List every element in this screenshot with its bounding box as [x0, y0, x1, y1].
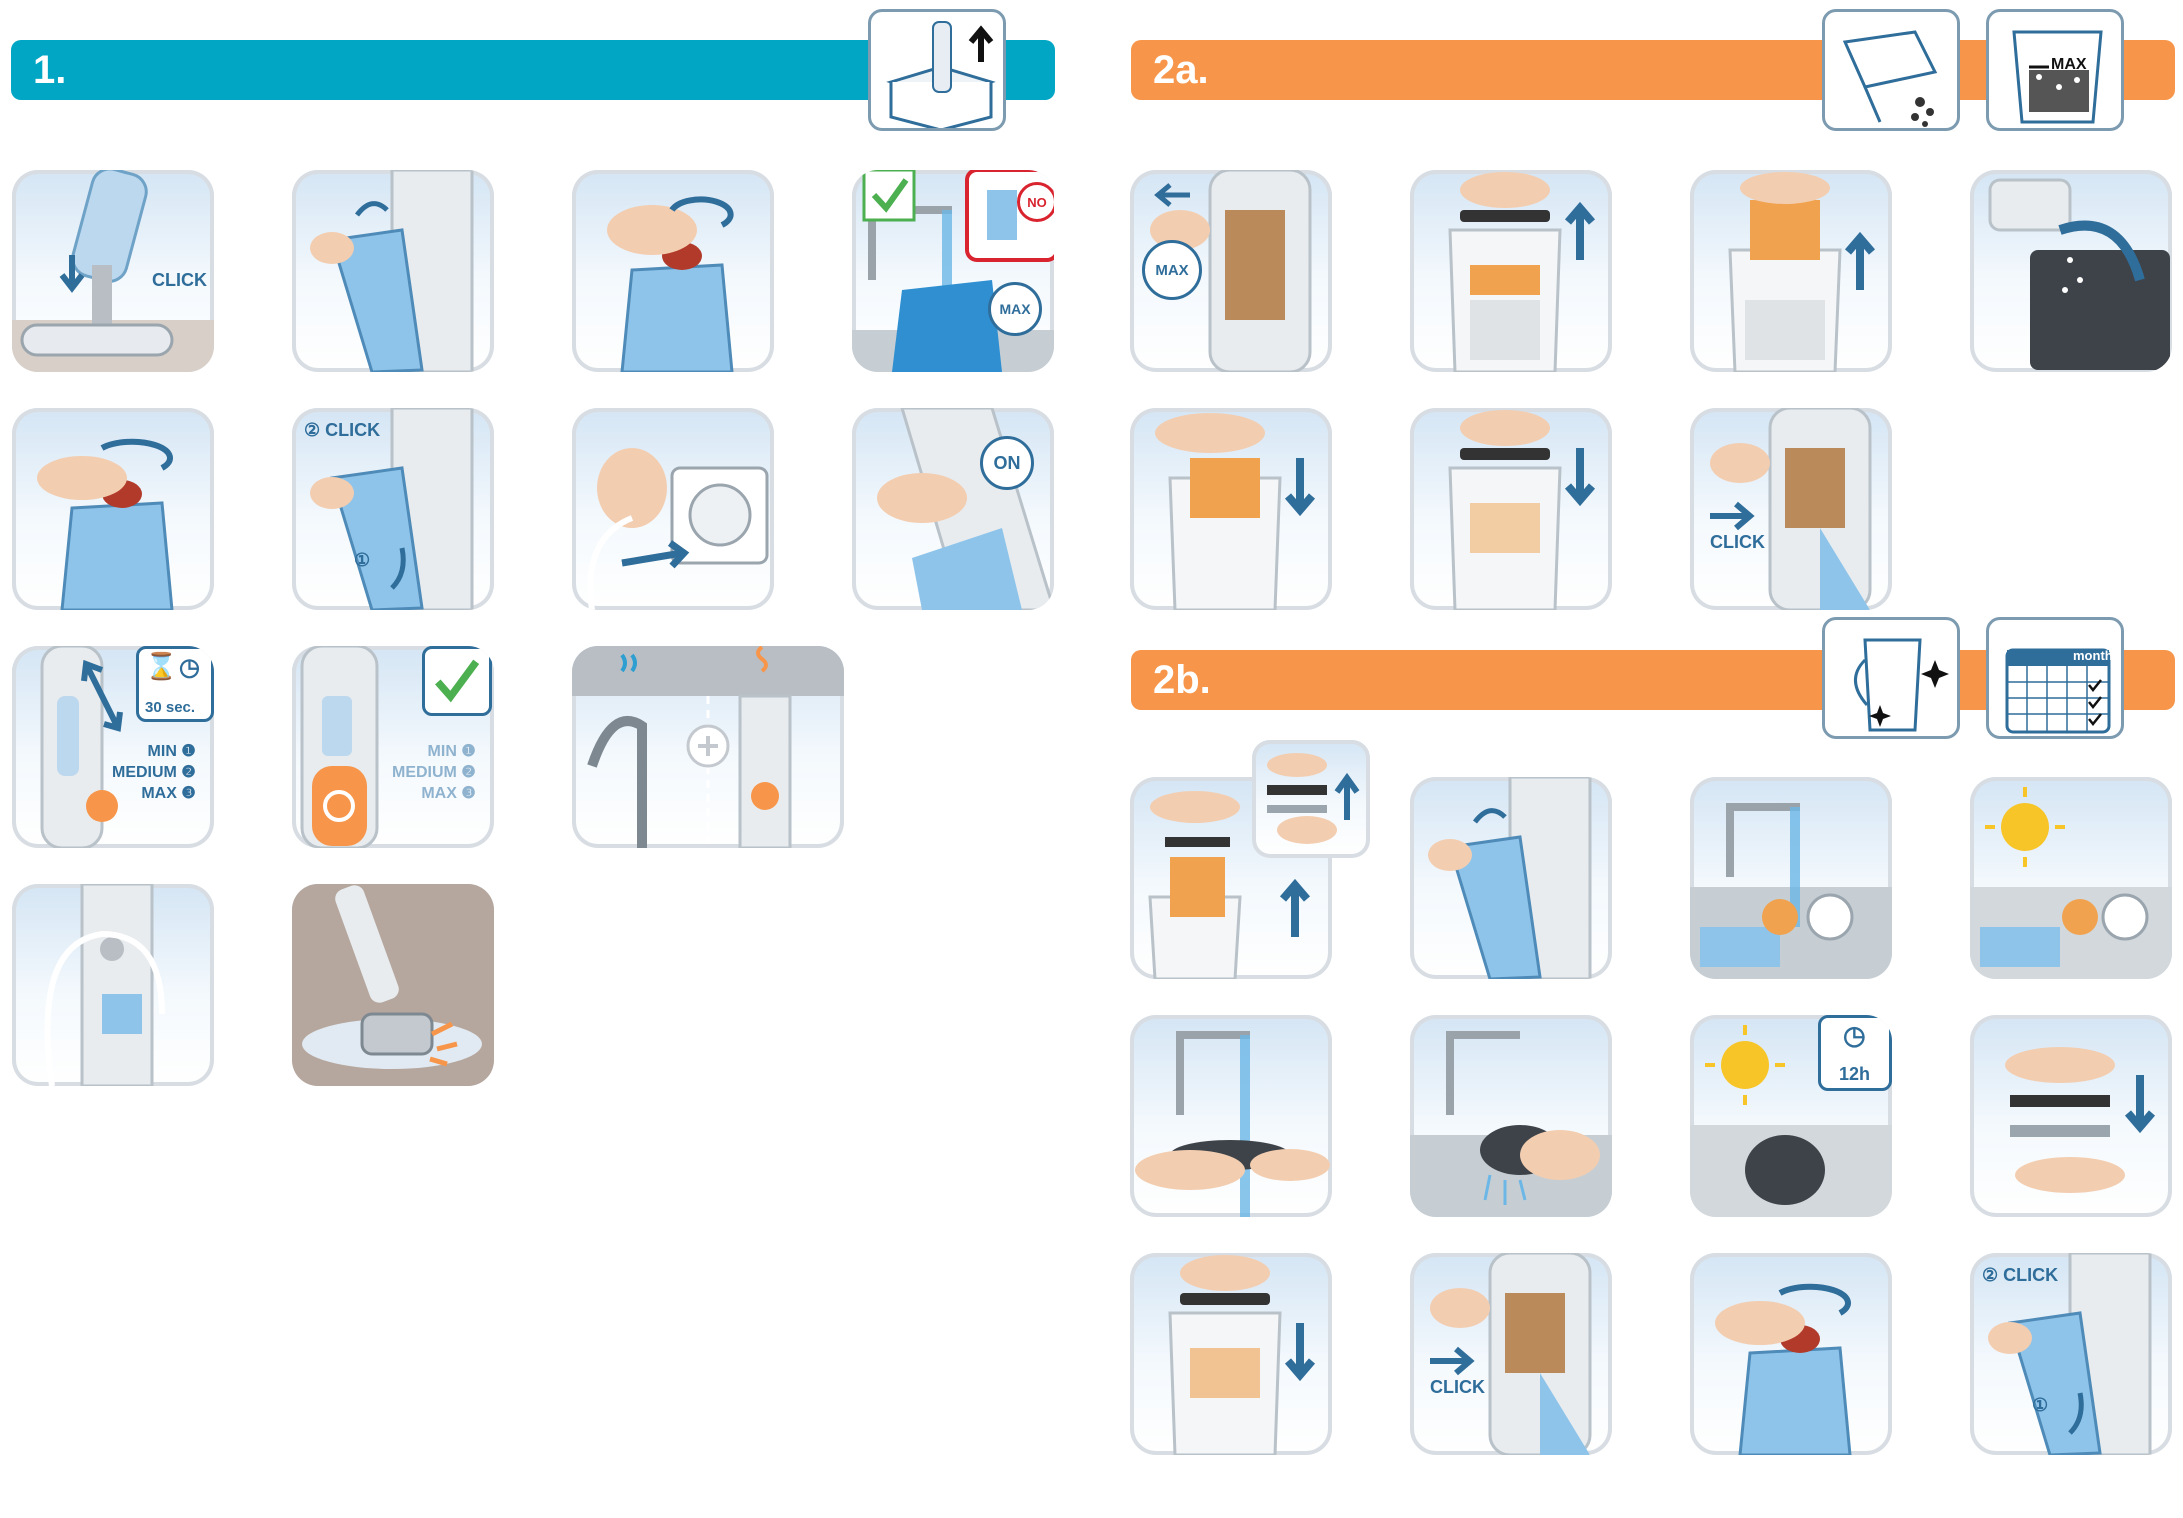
step-1-insert-tank: ② CLICK ① [292, 408, 494, 610]
speed-list: MIN ❶ MEDIUM ❷ MAX ❸ [112, 741, 196, 804]
calendar-icon: month [1986, 617, 2124, 739]
step-2b-rinse-parts [1690, 777, 1892, 979]
step-1-remove-tank [292, 170, 494, 372]
clock-icon: ◷ [179, 653, 200, 682]
step-2b-reinsert-filter: CLICK [1410, 1253, 1612, 1455]
step-1-fill-water: NO MAX [852, 170, 1054, 372]
step-2b-remove-tank [1410, 777, 1612, 979]
fill-max-icon: MAX [1986, 9, 2124, 131]
step-2a-reinsert-filter: CLICK [1690, 408, 1892, 610]
month-label: month [2073, 648, 2113, 663]
speed-medium-faded: MEDIUM ❷ [392, 762, 476, 783]
max-badge-2a: MAX [1142, 240, 1202, 300]
clock-icon-2b: ◷ [1843, 1020, 1866, 1051]
speed-min-faded: MIN ❶ [392, 741, 476, 762]
click-label: CLICK [152, 270, 207, 291]
timer-label: 30 sec. [145, 699, 195, 716]
step-1-cord-storage [12, 884, 214, 1086]
max-badge-label: MAX [999, 301, 1030, 317]
step-1-steam-button [572, 646, 844, 848]
step-2b-squeeze-filter [1410, 1015, 1612, 1217]
step-2a-insert-cartridge [1130, 408, 1332, 610]
click-label-2b: CLICK [1430, 1377, 1485, 1398]
timer-badge: ⌛ ◷ 30 sec. [136, 646, 214, 722]
check-badge [422, 646, 492, 716]
step-1-speed-select: ⌛ ◷ 30 sec. MIN ❶ MEDIUM ❷ MAX ❸ [12, 646, 214, 848]
click-label-2a: CLICK [1710, 532, 1765, 553]
step-2a-empty-cartridge [1970, 170, 2172, 372]
empty-filter-icon [1822, 9, 1960, 131]
step-2b-dry-filter: ◷ 12h [1690, 1015, 1892, 1217]
step-2a-remove-filter: MAX [1130, 170, 1332, 372]
step-1-clean-floor [292, 884, 494, 1086]
step-2a-open-filter [1410, 170, 1612, 372]
step-1-assemble: CLICK [12, 170, 214, 372]
step-2b-dry-parts [1970, 777, 2172, 979]
num1-label-2b: ① [2032, 1395, 2048, 1416]
step-1-switch-on: ON [852, 408, 1054, 610]
step-2b-inset-detail [1252, 740, 1370, 858]
click2-label: ② CLICK [304, 420, 380, 441]
hours-label: 12h [1839, 1064, 1870, 1085]
step-2b-rinse-filter [1130, 1015, 1332, 1217]
max-label: MAX [2051, 56, 2087, 74]
unbox-icon [868, 9, 1006, 131]
step-2b-close-cap [1690, 1253, 1892, 1455]
step-1-speed-confirm: MIN ❶ MEDIUM ❷ MAX ❸ [292, 646, 494, 848]
step-1-plug-in [572, 408, 774, 610]
step-1-close-cap [12, 408, 214, 610]
speed-max-faded: MAX ❸ [392, 783, 476, 804]
speed-medium: MEDIUM ❷ [112, 762, 196, 783]
no-label: NO [1027, 195, 1047, 210]
num1-label: ① [354, 550, 370, 571]
speed-max: MAX ❸ [112, 783, 196, 804]
section-1-title: 1. [33, 48, 66, 92]
section-2a-title: 2a. [1153, 48, 1209, 92]
step-2a-close-filter [1410, 408, 1612, 610]
step-1-open-cap [572, 170, 774, 372]
section-2b-title: 2b. [1153, 658, 1211, 702]
max-badge: MAX [988, 282, 1042, 336]
on-label: ON [994, 453, 1021, 474]
on-badge: ON [980, 436, 1034, 490]
hours-badge: ◷ 12h [1818, 1015, 1892, 1091]
click2-label-2b: ② CLICK [1982, 1265, 2058, 1286]
no-badge: NO [1017, 182, 1054, 222]
hourglass-icon: ⌛ [145, 651, 177, 682]
clean-jug-icon [1822, 617, 1960, 739]
step-2b-insert-tank: ② CLICK ① [1970, 1253, 2172, 1455]
speed-min: MIN ❶ [112, 741, 196, 762]
step-2a-remove-cartridge [1690, 170, 1892, 372]
step-2b-close-filter [1130, 1253, 1332, 1455]
step-2b-replace-filter [1970, 1015, 2172, 1217]
speed-list-faded: MIN ❶ MEDIUM ❷ MAX ❸ [392, 741, 476, 804]
max-badge-2a-label: MAX [1155, 262, 1188, 279]
